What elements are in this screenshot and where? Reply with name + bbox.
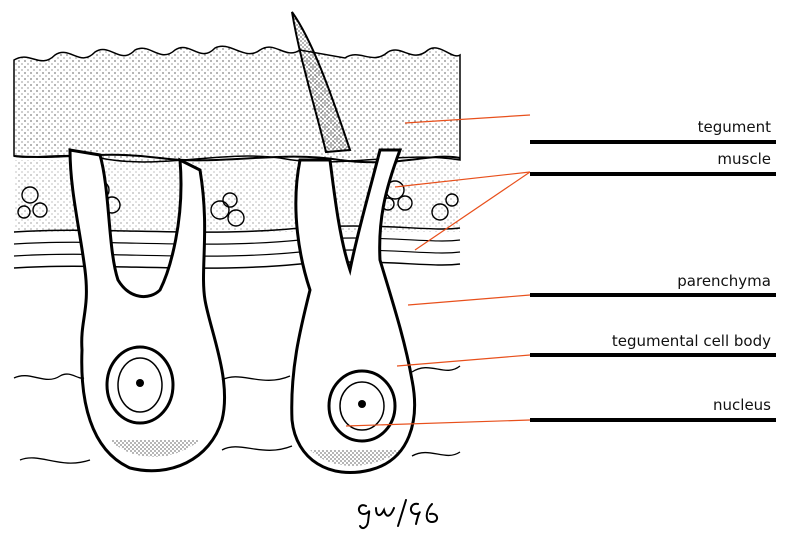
label-bar-tegument [530,140,776,144]
label-bar-nucleus [530,418,776,422]
label-cell-body: tegumental cell body [612,332,771,350]
artist-signature [352,492,462,536]
leader-parenchyma [408,295,530,305]
label-muscle: muscle [717,150,771,168]
label-bar-cell-body [530,353,776,357]
leader-cell-body [397,355,530,366]
tegument-layer [14,46,460,162]
label-bar-parenchyma [530,293,776,297]
label-tegument: tegument [698,118,771,136]
label-parenchyma: parenchyma [677,272,771,290]
label-nucleus: nucleus [713,396,771,414]
label-bar-muscle [530,172,776,176]
